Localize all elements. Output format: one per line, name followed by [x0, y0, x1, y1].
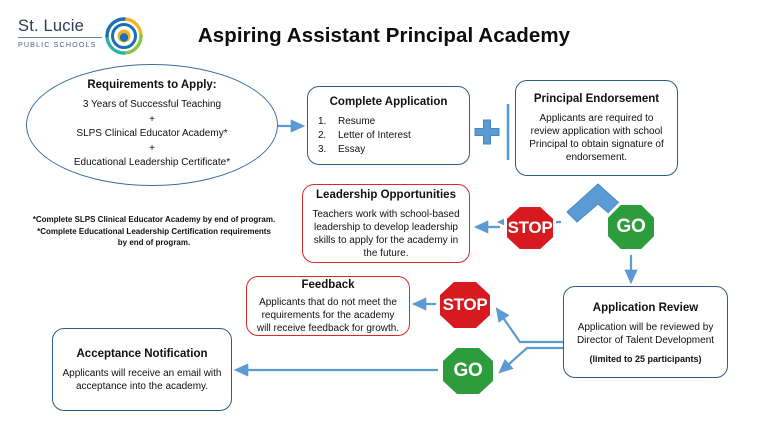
- requirements-item: 3 Years of Successful Teaching: [82, 99, 222, 111]
- requirements-item: SLPS Clinical Educator Academy*: [76, 128, 228, 140]
- node-title: Leadership Opportunities: [316, 188, 456, 201]
- node-body: Applicants are required to review applic…: [529, 113, 664, 163]
- go-sign-bottom: GO: [440, 345, 496, 397]
- logo-text: St. Lucie PUBLIC SCHOOLS: [18, 17, 102, 49]
- slps-swirl-logo-icon: [104, 16, 144, 56]
- node-body: Teachers work with school-based leadersh…: [312, 208, 460, 259]
- node-note: (limited to 25 participants): [589, 353, 702, 364]
- stop-sign-label: STOP: [442, 295, 488, 314]
- footnote-line: *Complete SLPS Clinical Educator Academy…: [32, 215, 276, 224]
- node-body: Applicants will receive an email with ac…: [62, 367, 222, 392]
- node-acceptance-notification: Acceptance Notification Applicants will …: [52, 328, 232, 411]
- slps-logo: St. Lucie PUBLIC SCHOOLS: [18, 14, 148, 58]
- item-text: Resume: [338, 115, 376, 127]
- node-leadership-opportunities: Leadership Opportunities Teachers work w…: [302, 184, 470, 263]
- node-principal-endorsement: Principal Endorsement Applicants are req…: [515, 80, 678, 176]
- list-item: 1. Resume: [318, 115, 467, 129]
- node-title: Principal Endorsement: [533, 93, 660, 105]
- go-sign-label: GO: [616, 216, 646, 237]
- node-title: Acceptance Notification: [76, 347, 208, 360]
- item-number: 1.: [318, 115, 327, 127]
- requirements-item: +: [149, 113, 155, 125]
- stop-sign-label: STOP: [507, 218, 553, 237]
- stop-sign-middle: STOP: [437, 279, 493, 331]
- node-body: Application will be reviewed by Director…: [576, 321, 715, 346]
- list-item: 2. Letter of Interest: [318, 129, 467, 143]
- plus-icon: [473, 118, 501, 146]
- node-title: Feedback: [301, 278, 355, 291]
- node-complete-application: Complete Application 1. Resume 2. Letter…: [307, 86, 470, 165]
- logo-subtitle: PUBLIC SCHOOLS: [18, 40, 97, 49]
- go-sign-top: GO: [605, 202, 657, 252]
- page-title: Aspiring Assistant Principal Academy: [197, 24, 571, 47]
- node-body: Applicants that do not meet the requirem…: [256, 296, 400, 334]
- logo-divider: [18, 37, 102, 38]
- requirements-item: +: [149, 142, 155, 154]
- node-application-review: Application Review Application will be r…: [563, 286, 728, 378]
- footnote-line: by end of program.: [117, 238, 191, 247]
- go-sign-label: GO: [453, 360, 483, 381]
- stop-sign-top: STOP: [504, 204, 556, 252]
- logo-name: St. Lucie: [18, 17, 85, 35]
- list-item: 3. Essay: [318, 143, 467, 157]
- footnotes: *Complete SLPS Clinical Educator Academy…: [14, 214, 294, 249]
- requirements-item: Educational Leadership Certificate*: [73, 157, 231, 169]
- application-items-list: 1. Resume 2. Letter of Interest 3. Essay: [314, 115, 467, 157]
- item-text: Letter of Interest: [338, 129, 411, 141]
- node-title: Application Review: [592, 301, 699, 314]
- requirements-title: Requirements to Apply:: [87, 79, 217, 92]
- requirements-list: 3 Years of Successful Teaching + SLPS Cl…: [74, 98, 230, 171]
- item-number: 3.: [318, 143, 327, 155]
- requirements-oval: Requirements to Apply: 3 Years of Succes…: [26, 64, 278, 186]
- footnote-line: *Complete Educational Leadership Certifi…: [37, 226, 271, 236]
- item-text: Essay: [338, 143, 366, 155]
- node-title: Complete Application: [329, 95, 448, 108]
- node-feedback: Feedback Applicants that do not meet the…: [246, 276, 410, 336]
- item-number: 2.: [318, 129, 327, 141]
